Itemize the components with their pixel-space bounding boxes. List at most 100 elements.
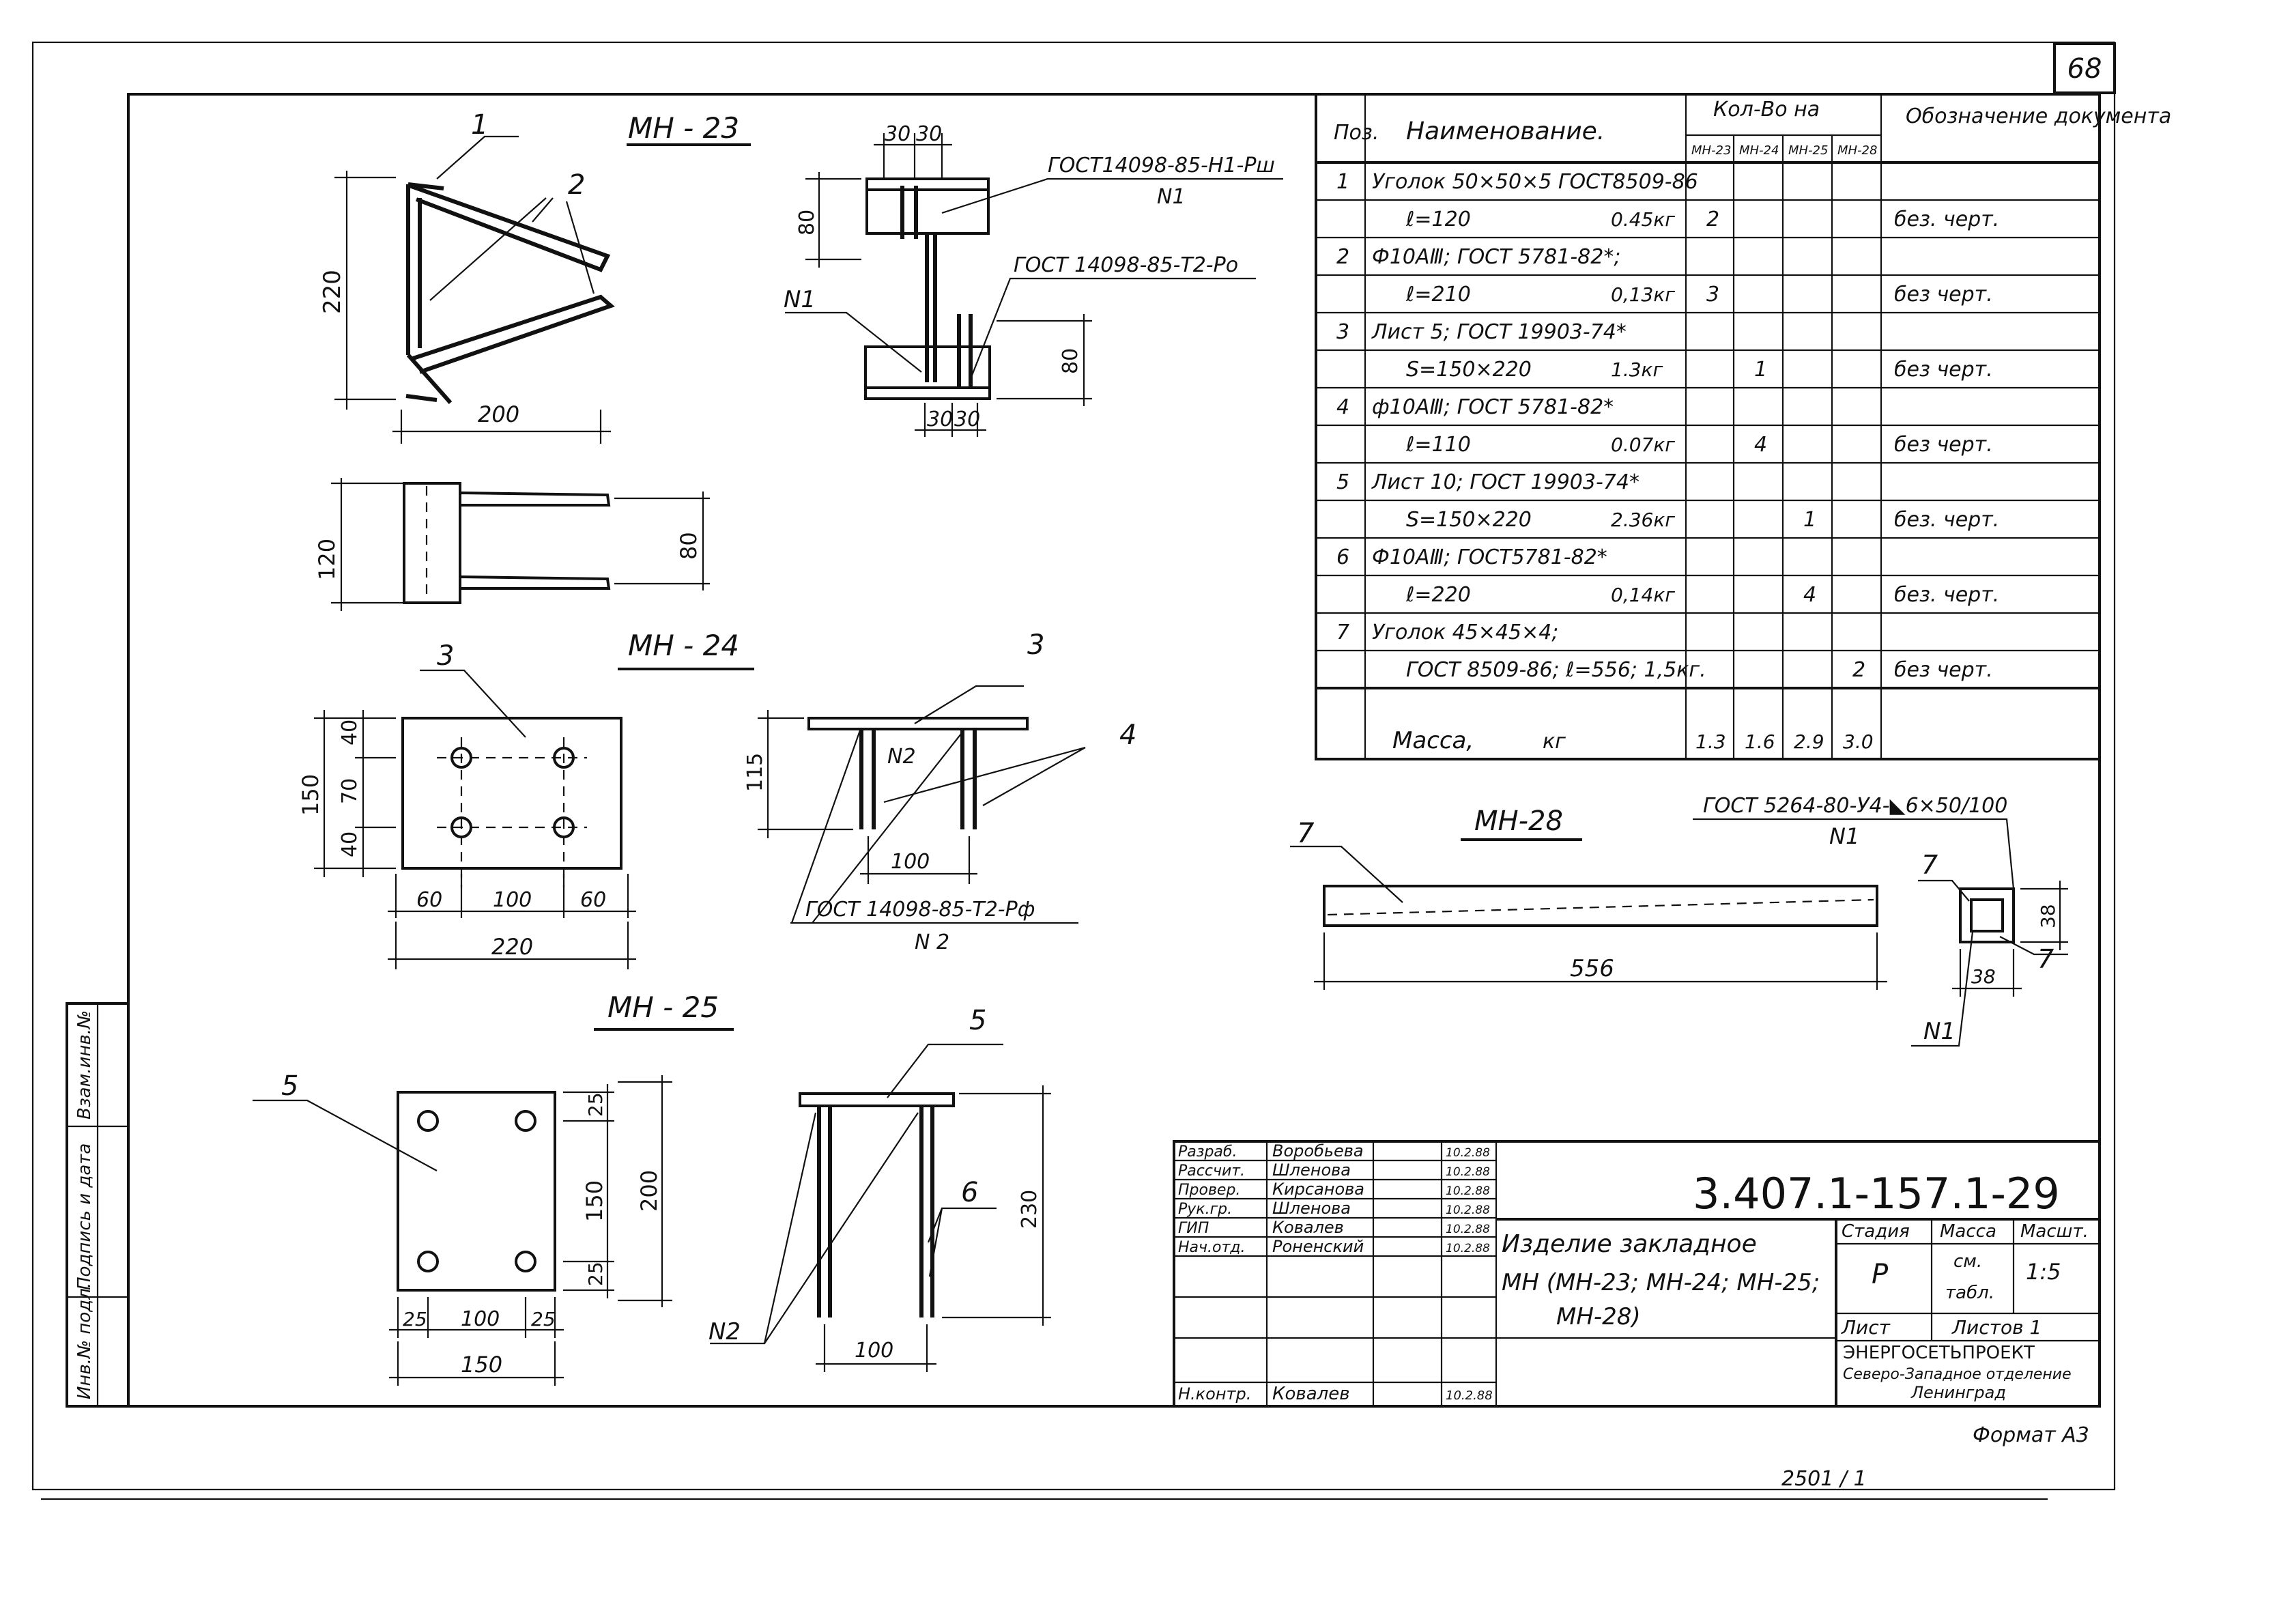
mn23-weld-n1-leader	[785, 311, 922, 373]
mn23-side-dim-30c: 30	[927, 408, 953, 431]
mn23-leader-2	[429, 197, 595, 301]
tb-role: Рук.гр.	[1178, 1201, 1232, 1218]
spec-header-sub-3: МН-25	[1788, 143, 1828, 158]
mn25-leader-5b	[887, 1043, 1003, 1098]
mn24-weld: ГОСТ 14098-85-Т2-Рф	[805, 898, 1035, 922]
side-stamp-inventory: Инв.№ подл.	[74, 1283, 95, 1399]
mn24-dim-60a: 60	[416, 888, 442, 912]
tb-role-name: Воробьева	[1272, 1141, 1364, 1160]
spec-header-sub-4: МН-28	[1837, 143, 1877, 158]
tb-stage: Р	[1872, 1259, 1889, 1290]
spec-row-doc: без черт.	[1894, 358, 1993, 382]
mn23-leader-1	[436, 135, 519, 180]
tb-role-name: Шленова	[1272, 1199, 1351, 1218]
spec-row-weight: 0.45кг	[1611, 208, 1675, 231]
tb-org-2: Северо-Западное отделение	[1843, 1366, 2072, 1383]
mn25-callout-5b: 5	[969, 1005, 986, 1036]
mn28-angle-hidden	[1327, 898, 1874, 916]
spec-mass-label: Масса,	[1392, 727, 1474, 754]
mn25-hole-4	[515, 1251, 536, 1272]
mn25-dim-25a: 25	[584, 1092, 607, 1117]
view-mn28: МН-28 7 556 38 38 7 7 ГОСТ 5264-80-У4-◣6…	[1290, 794, 2068, 1047]
spec-row-name: S=150×220	[1406, 508, 1532, 532]
mn28-callout-7c: 7	[2037, 944, 2054, 974]
mn23-weld-bottom-n: N1	[784, 286, 816, 313]
mn23-title: МН - 23	[628, 111, 739, 145]
tb-sheet-label: Лист	[1841, 1316, 1891, 1339]
mn23-plan-angle	[403, 482, 461, 604]
mn23-weld-top: ГОСТ14098-85-Н1-Рш	[1048, 154, 1275, 177]
spec-row-doc: без черт.	[1894, 283, 1993, 307]
mn23-weld-bottom: ГОСТ 14098-85-Т2-Ро	[1014, 253, 1238, 277]
spec-table-rows: 1 Уголок 50×50×5 ГОСТ8509-86 ℓ=120 0.45кг 2 б…	[1336, 170, 1999, 682]
tb-role: Нач.отд.	[1178, 1239, 1246, 1256]
mn23-side-dim-30a: 30	[885, 122, 911, 146]
spec-row-name: Ф10АⅢ; ГОСТ 5781-82*;	[1372, 245, 1620, 269]
mn28-weld-leader	[1693, 818, 2015, 889]
mn24-side-dim-100-lines	[860, 836, 977, 884]
tb-scale-label: Масшт.	[2020, 1221, 2089, 1242]
spec-row-name: Ф10АⅢ; ГОСТ5781-82*	[1372, 545, 1607, 569]
tb-role: ГИП	[1178, 1220, 1209, 1237]
mn25-title: МН - 25	[607, 991, 719, 1024]
mn23-callout-1: 1	[471, 109, 488, 141]
tb-role: Рассчит.	[1178, 1163, 1245, 1180]
spec-row-qty: 2	[1852, 658, 1865, 682]
mn24-dim-40-70-lines	[355, 710, 396, 877]
spec-mass-unit: кг	[1543, 730, 1566, 754]
mn28-dim-38b-lines	[1952, 949, 2022, 997]
spec-row-qty: 4	[1754, 433, 1767, 457]
spec-row-pos: 2	[1336, 245, 1349, 269]
mn23-dim-height	[334, 171, 396, 410]
tb-role: Разраб.	[1178, 1143, 1237, 1160]
mn28-dim-556-lines	[1314, 932, 1887, 990]
spec-row-name: ℓ=220	[1405, 583, 1471, 607]
tb-org-1: ЭНЕРГОСЕТЬПРОЕКТ	[1843, 1343, 2035, 1363]
mn23-dim-220: 220	[319, 270, 346, 314]
side-stamp: Инв.№ подл. Подпись и дата Взам.инв.№	[66, 1002, 130, 1408]
mn23-plan-dim-120	[331, 478, 404, 611]
tb-stage-label: Стадия	[1842, 1221, 1910, 1242]
spec-row-name: Уголок 45×45×4;	[1372, 621, 1558, 644]
mn23-callout-2: 2	[568, 169, 585, 201]
spec-row-name: Лист 5; ГОСТ 19903-74*	[1371, 320, 1627, 344]
tb-doc-number: 3.407.1-157.1-29	[1693, 1169, 2060, 1219]
tb-role-name: Роненский	[1272, 1237, 1364, 1256]
mn28-angle	[1323, 885, 1878, 927]
tb-org-3: Ленинград	[1910, 1383, 2006, 1402]
tb-sheets-label: Листов 1	[1951, 1316, 2042, 1339]
spec-row-qty: 3	[1706, 283, 1719, 307]
spec-row-doc: без черт.	[1894, 658, 1993, 682]
view-mn23: МН - 23 1 2 220 200 120 80 30 30	[314, 109, 1283, 611]
spec-row-name: ℓ=120	[1405, 208, 1471, 231]
mn25-side-bars	[817, 1106, 934, 1317]
mn24-side-plate	[807, 717, 1029, 730]
tb-control-date: 10.2.88	[1446, 1388, 1493, 1403]
spec-row-name: S=150×220	[1406, 358, 1532, 382]
spec-row-doc: без черт.	[1894, 433, 1993, 457]
spec-row-qty: 1	[1803, 508, 1816, 532]
view-mn24: МН - 24 3 150 40 70 40 60 100 60 220 100…	[298, 629, 1136, 969]
outer-frame	[31, 41, 2116, 1491]
mn24-dim-100: 100	[493, 888, 532, 912]
mn23-side-dim-bottom	[915, 403, 986, 437]
spec-header-sub-1: МН-23	[1691, 143, 1731, 158]
tb-mass-label: Масса	[1940, 1221, 1996, 1242]
mn23-side-dim-80-bottom-lines	[997, 314, 1092, 406]
title-block-frame	[1173, 1140, 2101, 1408]
tb-role: Провер.	[1178, 1182, 1240, 1199]
tb-mass-value-2: табл.	[1945, 1283, 1994, 1303]
mn24-dim-40a: 40	[338, 720, 362, 745]
spec-row-name: Уголок 50×50×5 ГОСТ8509-86	[1372, 170, 1698, 194]
mn23-side-dim-30d: 30	[954, 408, 980, 431]
spec-row-doc: без. черт.	[1894, 583, 1999, 607]
specification-table: Поз. Наименование. Кол-Во на Обозначение…	[1315, 93, 2171, 760]
mn24-side-dim-100: 100	[891, 850, 930, 874]
sheet-format: Формат А3	[1973, 1423, 2089, 1447]
mn24-weld-n2: N2	[887, 745, 916, 769]
mn28-leader-7b	[1918, 879, 1970, 902]
mn23-weld-bottom-leader	[968, 277, 1256, 383]
mn23-angle-vertical	[406, 182, 453, 404]
tb-role-date: 10.2.88	[1446, 1184, 1490, 1198]
spec-row-name: ℓ=110	[1405, 433, 1471, 457]
